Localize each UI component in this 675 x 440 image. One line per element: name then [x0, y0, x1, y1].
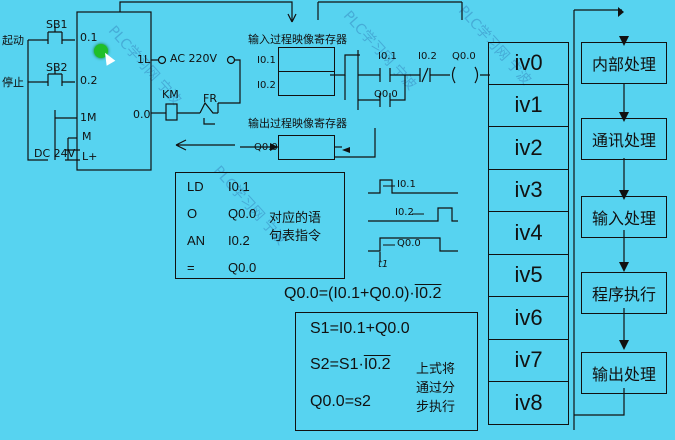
iv-cell: iv6 — [488, 297, 569, 340]
timing-i02-label: I0.2 — [395, 207, 414, 218]
stl-instruction-box: LD I0.1 O Q0.0 AN I0.2 = Q0.0 对应的语 句表指令 — [175, 172, 345, 279]
cursor-highlight-icon — [94, 44, 108, 58]
stl-op: = — [187, 260, 195, 275]
stl-arg: Q0.0 — [228, 260, 257, 275]
output-1l-label: 1L — [137, 53, 151, 66]
dc24-label: DC 24V — [34, 147, 76, 160]
register-i01-label: I0.1 — [257, 55, 276, 66]
timing-i01-label: I0.1 — [397, 179, 416, 190]
step-s2: S2=S1·I0.2 — [310, 356, 391, 374]
stl-arg: I0.1 — [228, 179, 250, 194]
lplus-label: L+ — [82, 150, 98, 163]
step-s2-negated-term: I0.2 — [363, 356, 391, 373]
iv-cell: iv7 — [488, 339, 569, 382]
steps-note: 上式将 — [416, 362, 456, 377]
scan-step-program: 程序执行 — [581, 272, 667, 314]
stl-arg: Q0.0 — [228, 206, 257, 221]
sb1-label: SB1 — [46, 18, 68, 31]
step-q: Q0.0=s2 — [310, 393, 371, 410]
scan-step-output: 输出处理 — [581, 352, 667, 394]
output-image-register-title: 输出过程映像寄存器 — [248, 117, 347, 130]
ladder-i02-label: I0.2 — [418, 51, 437, 62]
input-1m-label: 1M — [80, 111, 97, 124]
output-image-register — [278, 135, 335, 160]
iv-cell: iv8 — [488, 382, 569, 425]
iv-cell: iv0 — [488, 42, 569, 85]
stop-label: 停止 — [2, 76, 24, 89]
stl-op: LD — [187, 179, 204, 194]
sb2-label: SB2 — [46, 61, 68, 74]
timing-t1-label: t1 — [378, 259, 389, 270]
equation-negated-term: I0.2 — [414, 285, 442, 302]
steps-note: 步执行 — [416, 400, 456, 415]
step-s1: S1=I0.1+Q0.0 — [310, 320, 410, 337]
register-i02-label: I0.2 — [257, 80, 276, 91]
ladder-q00-contact-label: Q0.0 — [374, 89, 398, 100]
ladder-q00-coil-label: Q0.0 — [452, 51, 476, 62]
step-s2-lhs: S2=S1· — [310, 356, 364, 373]
ladder-i01-label: I0.1 — [378, 51, 397, 62]
ac220-label: AC 220V — [170, 52, 218, 65]
km-label: KM — [162, 88, 179, 101]
boolean-equation: Q0.0=(I0.1+Q0.0)·I0.2 — [284, 285, 441, 303]
scan-step-internal: 内部处理 — [581, 42, 667, 84]
steps-note: 通过分 — [416, 381, 456, 396]
iv-cell: iv4 — [488, 212, 569, 255]
fr-label: FR — [203, 92, 217, 105]
output-00-label: 0.0 — [133, 108, 151, 121]
iv-cell: iv5 — [488, 254, 569, 297]
step-execution-box: S1=I0.1+Q0.0 S2=S1·I0.2 Q0.0=s2 上式将 通过分 … — [295, 312, 478, 431]
input-02-label: 0.2 — [80, 74, 98, 87]
stl-note: 句表指令 — [269, 229, 322, 244]
m-label: M — [82, 130, 92, 143]
scan-step-communication: 通讯处理 — [581, 118, 667, 160]
stl-op: O — [187, 206, 198, 221]
register-q00-label: Q0.0 — [254, 142, 278, 153]
scan-step-input: 输入处理 — [581, 196, 667, 238]
equation-lhs: Q0.0=(I0.1+Q0.0)· — [284, 285, 415, 302]
timing-q00-label: Q0.0 — [397, 238, 421, 249]
iv-cell: iv3 — [488, 169, 569, 212]
iv-cell: iv1 — [488, 84, 569, 127]
input-image-register-title: 输入过程映像寄存器 — [248, 33, 347, 46]
start-label: 起动 — [2, 34, 24, 47]
stl-arg: I0.2 — [228, 233, 250, 248]
input-image-register — [278, 47, 335, 96]
iv-cell: iv2 — [488, 127, 569, 170]
stl-op: AN — [187, 233, 206, 248]
stl-note: 对应的语 — [269, 211, 322, 226]
input-01-label: 0.1 — [80, 31, 98, 44]
